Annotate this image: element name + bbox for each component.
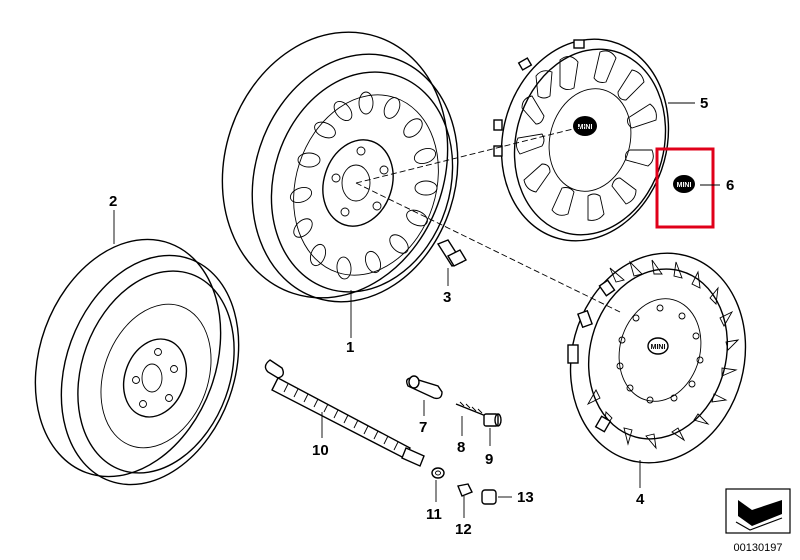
highlight-box-part-6	[655, 147, 715, 229]
part-label-2: 2	[109, 193, 117, 210]
part-label-3: 3	[443, 289, 451, 306]
valve-7[interactable]	[405, 375, 443, 400]
leader-lines	[113, 102, 720, 518]
part-label-1: 1	[346, 339, 354, 356]
part-label-4: 4	[636, 491, 645, 508]
part-label-6: 6	[726, 177, 734, 194]
part-label-5: 5	[700, 95, 708, 112]
hub-cap-5-logo: MINI	[578, 124, 593, 131]
nut-11[interactable]	[431, 467, 445, 479]
part-label-8: 8	[457, 439, 465, 456]
hub-cap-4-logo: MINI	[651, 344, 666, 351]
hub-cap-5[interactable]: MINI	[479, 20, 690, 259]
part-label-9: 9	[485, 451, 493, 468]
extension-hose-10[interactable]	[264, 359, 425, 467]
nut-12[interactable]	[457, 483, 473, 497]
steel-wheel-1[interactable]	[189, 3, 489, 329]
diagram-number: 00130197	[734, 542, 783, 554]
part-label-7: 7	[419, 419, 427, 436]
part-label-12: 12	[455, 521, 472, 538]
steel-wheel-2[interactable]	[4, 213, 270, 509]
valve-cap-9[interactable]	[483, 413, 502, 427]
valve-core-8[interactable]	[455, 401, 487, 417]
direction-arrow-icon	[725, 488, 791, 534]
emblem-6-logo: MINI	[677, 182, 692, 189]
wheel-bolt-3[interactable]	[436, 239, 467, 267]
part-label-11: 11	[426, 506, 442, 523]
part-label-13: 13	[517, 489, 534, 506]
center-emblem-6[interactable]: MINI	[673, 175, 695, 193]
part-label-10: 10	[312, 442, 329, 459]
cap-13[interactable]	[481, 489, 497, 505]
hub-cap-4[interactable]: MINI	[547, 233, 768, 482]
